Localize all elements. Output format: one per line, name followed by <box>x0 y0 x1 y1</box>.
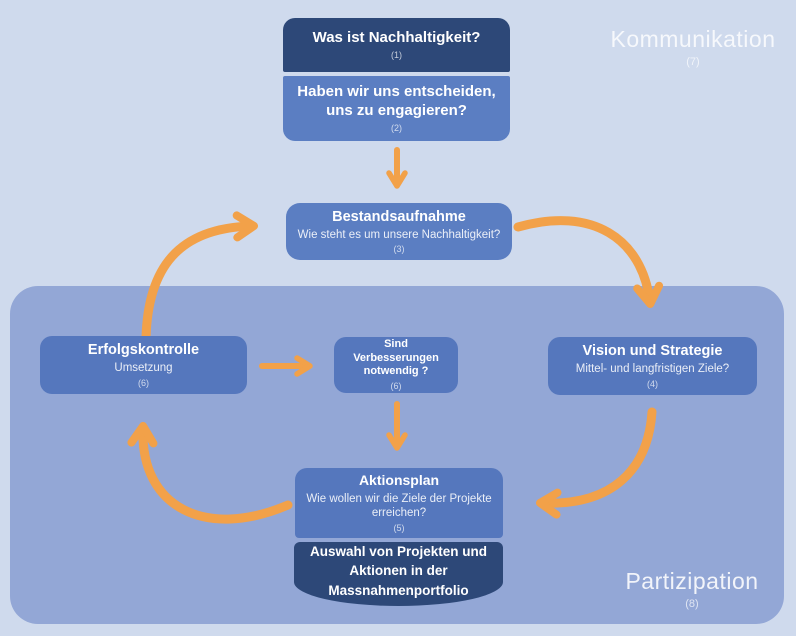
node-verbesserungen-notwendig: Sind Verbesserungen notwendig ? (6) <box>334 337 458 393</box>
node-number: (2) <box>391 122 402 133</box>
node-number: (1) <box>391 49 402 60</box>
region-label-text: Kommunikation <box>610 26 776 52</box>
node-number: (6) <box>138 377 149 388</box>
node-title: Vision und Strategie <box>582 343 723 360</box>
node-title: Erfolgskontrolle <box>87 342 200 359</box>
node-number: (6) <box>390 381 402 391</box>
node-title: Sind Verbesserungen notwendig ? <box>353 337 439 378</box>
node-erfolgskontrolle: Erfolgskontrolle Umsetzung (6) <box>40 336 247 394</box>
node-number: (5) <box>393 522 405 533</box>
region-label-kommunikation: Kommunikation (7) <box>593 26 793 69</box>
region-label-number: (8) <box>685 598 699 611</box>
node-entscheiden-engagieren: Haben wir uns entscheiden, uns zu engagi… <box>283 76 510 141</box>
node-title: Bestandsaufnahme <box>332 208 466 225</box>
node-title: Aktionsplan <box>358 472 440 489</box>
node-title: Haben wir uns entscheiden, uns zu engagi… <box>297 83 496 119</box>
region-label-partizipation: Partizipation (8) <box>592 568 792 611</box>
node-subtitle: Wie wollen wir die Ziele der Projekte er… <box>306 492 492 520</box>
node-number: (4) <box>647 378 658 389</box>
node-subtitle: Umsetzung <box>114 362 173 375</box>
region-label-text: Partizipation <box>625 568 759 594</box>
node-bestandsaufnahme: Bestandsaufnahme Wie steht es um unsere … <box>286 203 512 260</box>
node-subtitle: Mittel- und langfristigen Ziele? <box>575 363 730 376</box>
node-was-ist-nachhaltigkeit: Was ist Nachhaltigkeit? (1) <box>283 18 510 72</box>
node-number: (3) <box>393 244 405 255</box>
node-title: Auswahl von Projekten und Aktionen in de… <box>309 543 488 598</box>
node-subtitle: Wie steht es um unsere Nachhaltigkeit? <box>297 228 501 241</box>
node-auswahl-projekte: Auswahl von Projekten und Aktionen in de… <box>294 542 503 606</box>
node-vision-strategie: Vision und Strategie Mittel- und langfri… <box>548 337 757 395</box>
node-title: Was ist Nachhaltigkeit? <box>312 29 481 46</box>
node-aktionsplan: Aktionsplan Wie wollen wir die Ziele der… <box>295 468 503 538</box>
region-label-number: (7) <box>686 56 700 69</box>
